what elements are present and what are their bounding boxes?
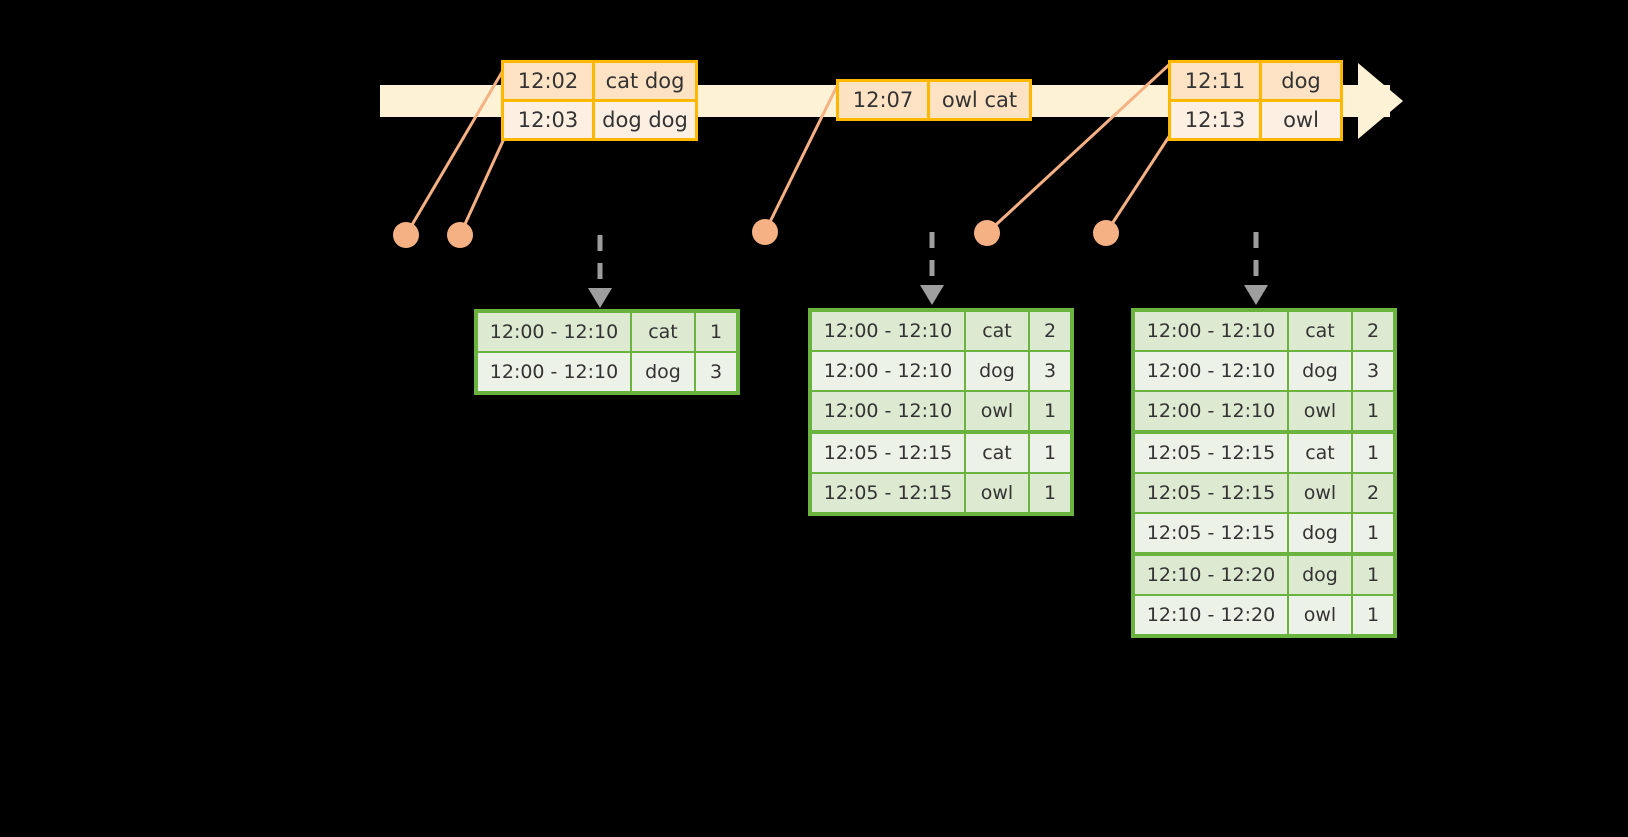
cell-window: 12:00 - 12:10 xyxy=(812,312,966,350)
cell-count: 1 xyxy=(1353,556,1393,594)
cell-window: 12:00 - 12:10 xyxy=(812,352,966,390)
connector-dot xyxy=(1093,220,1119,246)
connector-dot xyxy=(752,219,778,245)
cell-count: 2 xyxy=(1353,312,1393,350)
cell-count: 1 xyxy=(696,313,736,351)
cell-window: 12:05 - 12:15 xyxy=(812,434,966,472)
cell-count: 3 xyxy=(1353,352,1393,390)
cell-window: 12:05 - 12:15 xyxy=(1135,474,1289,512)
cell-key: cat xyxy=(632,313,696,351)
cell-count: 2 xyxy=(1030,312,1070,350)
cell-count: 1 xyxy=(1030,434,1070,472)
cell-window: 12:00 - 12:10 xyxy=(478,313,632,351)
cell-key: cat xyxy=(1289,312,1353,350)
cell-key: dog xyxy=(966,352,1030,390)
cell-key: owl xyxy=(1289,474,1353,512)
event-row: 12:07 owl cat xyxy=(839,82,1029,118)
event-row: 12:11 dog xyxy=(1171,63,1340,99)
event-value: cat dog xyxy=(595,63,695,99)
cell-window: 12:00 - 12:10 xyxy=(1135,352,1289,390)
event-row: 12:03 dog dog xyxy=(504,99,695,138)
cell-window: 12:00 - 12:10 xyxy=(1135,392,1289,430)
event-group-2[interactable]: 12:07 owl cat xyxy=(836,79,1032,121)
event-time: 12:02 xyxy=(504,63,595,99)
cell-window: 12:00 - 12:10 xyxy=(478,353,632,391)
cell-window: 12:10 - 12:20 xyxy=(1135,596,1289,634)
cell-key: dog xyxy=(632,353,696,391)
cell-count: 3 xyxy=(1030,352,1070,390)
cell-count: 1 xyxy=(1353,514,1393,552)
cell-key: owl xyxy=(966,474,1030,512)
cell-key: dog xyxy=(1289,352,1353,390)
cell-count: 1 xyxy=(1030,392,1070,430)
connector-dot xyxy=(447,222,473,248)
event-group-1[interactable]: 12:02 cat dog 12:03 dog dog xyxy=(501,60,698,141)
cell-key: dog xyxy=(1289,514,1353,552)
cell-key: owl xyxy=(1289,596,1353,634)
event-time: 12:13 xyxy=(1171,102,1262,138)
event-value: owl cat xyxy=(930,82,1029,118)
event-time: 12:03 xyxy=(504,102,595,138)
cell-key: owl xyxy=(1289,392,1353,430)
cell-window: 12:05 - 12:15 xyxy=(812,474,966,512)
event-value: dog xyxy=(1262,63,1340,99)
event-group-3[interactable]: 12:11 dog 12:13 owl xyxy=(1168,60,1343,141)
connector-dot xyxy=(974,220,1000,246)
event-value: dog dog xyxy=(595,102,695,138)
cell-count: 1 xyxy=(1353,434,1393,472)
event-row: 12:02 cat dog xyxy=(504,63,695,99)
cell-count: 1 xyxy=(1030,474,1070,512)
cell-count: 3 xyxy=(696,353,736,391)
cell-window: 12:10 - 12:20 xyxy=(1135,556,1289,594)
cell-key: cat xyxy=(1289,434,1353,472)
event-time: 12:07 xyxy=(839,82,930,118)
cell-window: 12:00 - 12:10 xyxy=(812,392,966,430)
dashed-arrow-heads xyxy=(588,285,1268,308)
event-value: owl xyxy=(1262,102,1340,138)
cell-count: 1 xyxy=(1353,596,1393,634)
cell-key: dog xyxy=(1289,556,1353,594)
cell-window: 12:05 - 12:15 xyxy=(1135,514,1289,552)
cell-key: cat xyxy=(966,434,1030,472)
event-time: 12:11 xyxy=(1171,63,1262,99)
timeline-arrowhead xyxy=(1358,63,1403,139)
connector-dot xyxy=(393,222,419,248)
cell-count: 1 xyxy=(1353,392,1393,430)
cell-count: 2 xyxy=(1353,474,1393,512)
cell-key: owl xyxy=(966,392,1030,430)
dashed-arrow-lines xyxy=(597,232,1259,288)
event-row: 12:13 owl xyxy=(1171,99,1340,138)
cell-window: 12:00 - 12:10 xyxy=(1135,312,1289,350)
cell-key: cat xyxy=(966,312,1030,350)
cell-window: 12:05 - 12:15 xyxy=(1135,434,1289,472)
